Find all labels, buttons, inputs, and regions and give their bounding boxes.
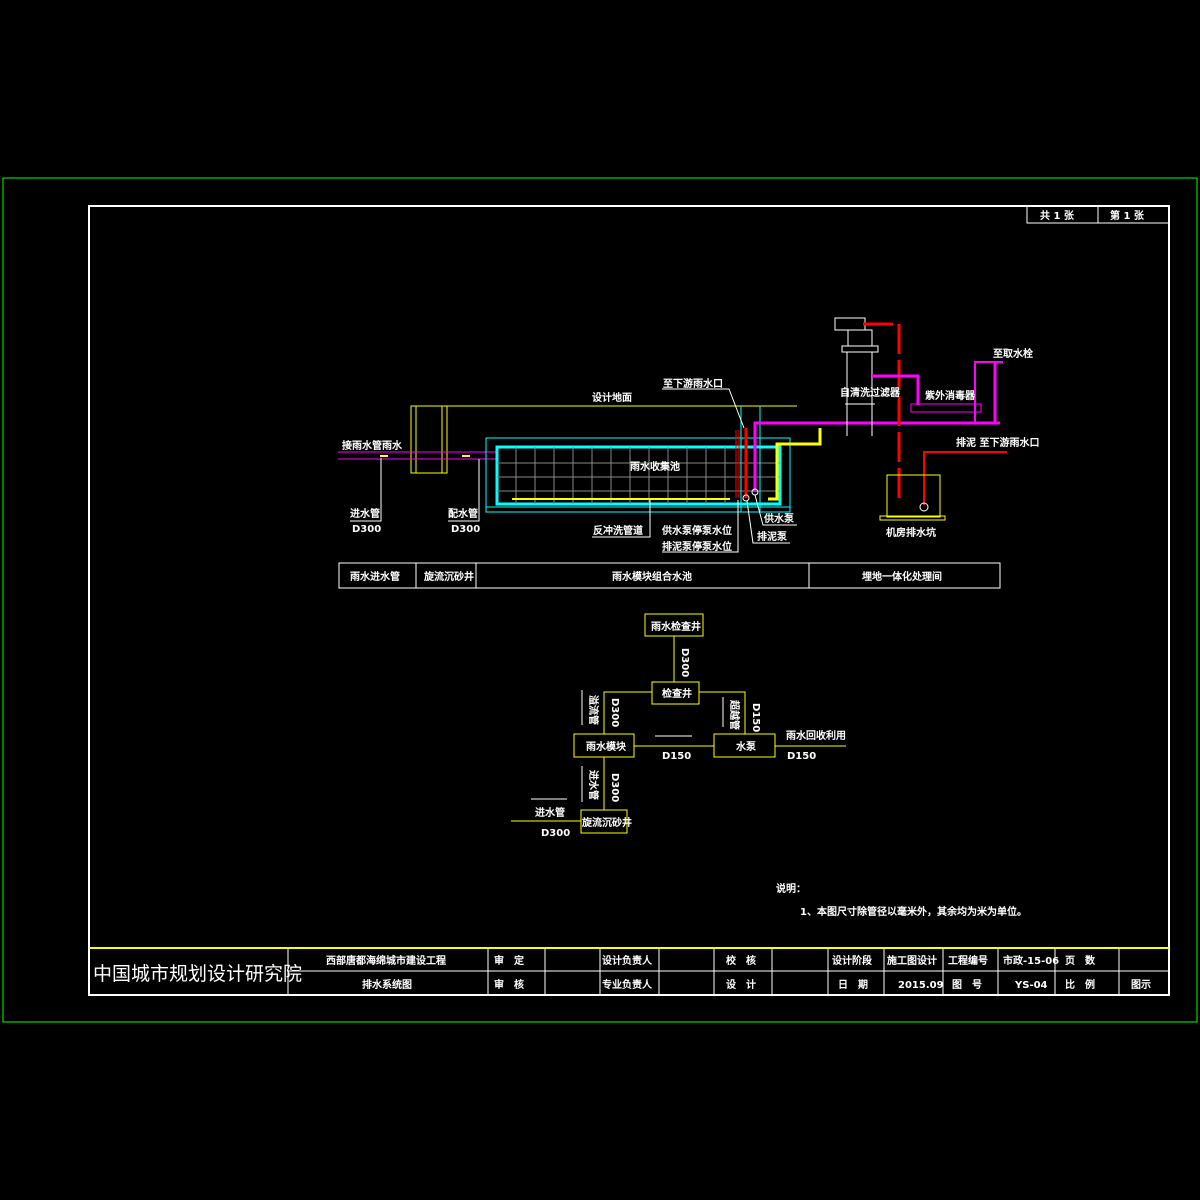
label-rain-manhole: 雨水检查井 [651,620,701,633]
sheet-current: 第 1 张 [1110,209,1145,222]
proj-no-label: 工程编号 [948,954,988,967]
inlet-d-label: D300 [352,524,381,535]
check-label: 校 核 [726,954,756,967]
date-label: 日 期 [838,978,868,991]
filter-motor-icon [834,317,866,331]
approve-label: 审 定 [494,954,524,967]
design-label: 设 计 [726,978,756,991]
d150-right: D150 [750,703,761,732]
to-outlet-label: 至下游雨水口 [663,377,723,390]
ground-label: 设计地面 [592,391,632,404]
reuse-label: 雨水回收利用 [786,729,846,742]
backwash-supply [768,428,822,501]
sump-pump-icon [919,502,929,512]
d300-vertical: D300 [679,648,690,677]
inlet-vertical-label: 进水管 [587,770,600,800]
label-grit: 旋流沉砂井 [581,816,632,829]
flow-chart [511,613,846,834]
bypass-label: 超越管 [728,699,741,730]
uv-disinfector [910,403,982,413]
sheet-total: 共 1 张 [1040,209,1075,222]
d300-left: D300 [609,698,620,727]
sludge-stop-label: 排泥泵停泵水位 [662,540,732,553]
sludge-pump-label: 排泥泵 [757,530,788,543]
inlet-pipe-label: 进水管 [350,507,380,520]
filter-label: 自清洗过滤器 [840,386,901,399]
project-name: 西部唐都海绵城市建设工程 [326,954,446,967]
sludge-pump-icon [742,494,750,502]
drawing-name: 排水系统图 [362,978,412,991]
scale-label: 比 例 [1065,978,1095,991]
dwg-no-label: 图 号 [952,979,982,991]
supply-pump-label: 供水泵 [763,512,795,525]
d150-middle: D150 [662,751,691,762]
outer-frame [2,177,1198,1023]
to-tap-label: 至取水栓 [993,347,1033,360]
flow-arrows [531,690,724,802]
dwg-no-value: YS-04 [1014,980,1048,991]
sheet-count: 共 1 张 第 1 张 [1026,205,1170,224]
tank-inner [495,445,782,506]
d150-reuse: D150 [787,751,816,762]
tank-outer [485,437,791,513]
discipline-lead-label: 专业负责人 [602,978,653,991]
review-label: 审 核 [494,978,524,991]
supply-stop-label: 供水泵停泵水位 [661,524,732,537]
box-manhole [651,681,700,705]
title-block: 中国城市规划设计研究院 西部唐都海绵城市建设工程 排水系统图 审 定 审 核 设… [89,947,1169,995]
scale-value: 图示 [1131,979,1151,991]
d300-lower: D300 [609,773,620,802]
supply-pipe [753,421,1000,492]
overflow-label: 溢流管 [587,695,600,725]
stage-label: 设计阶段 [832,954,872,967]
notes-item: 1、本图尺寸除管径以毫米外，其余均为米为单位。 [800,905,1027,918]
legend-grit: 旋流沉砂井 [423,570,474,583]
dist-pipe-label: 配水管 [448,507,478,520]
date-value: 2015.09 [898,980,944,991]
backwash-label: 反冲洗管道 [593,524,643,537]
dist-d-label: D300 [451,524,480,535]
module-grid [497,447,780,504]
label-pump: 水泵 [735,740,757,753]
notes-title: 说明： [776,882,806,895]
org-name: 中国城市规划设计研究院 [93,963,302,985]
sump-label: 机房排水坑 [886,526,936,539]
legend-room: 埋地一体化处理间 [862,570,942,583]
sludge-riser [863,322,901,500]
sump-pit [886,474,941,518]
tank-label: 雨水收集池 [630,460,680,473]
proj-no-value: 市政-15-06 [1003,954,1059,967]
grit-well [410,405,448,474]
legend-row [338,562,1001,589]
inlet-label: 进水管 [535,806,565,819]
label-module: 雨水模块 [586,740,627,753]
label-manhole: 检查井 [662,687,692,700]
legend-inlet: 雨水进水管 [350,570,400,583]
legend-tank: 雨水模块组合水池 [612,570,692,583]
uv-label: 紫外消毒器 [925,389,976,402]
sludge-out-label: 排泥 至下游雨水口 [956,436,1039,449]
inlet-d-label-flow: D300 [541,828,570,839]
section-view: 设计地面 雨水收集池 至下游雨水口 接雨水管雨水 进水管 D300 配水 [338,317,1039,589]
design-lead-label: 设计负责人 [602,954,653,967]
flow-labels: 雨水检查井 检查井 雨水模块 水泵 旋流沉砂井 D300 D300 D300 D… [531,620,846,839]
inner-frame [88,205,1170,996]
pages-label: 页 数 [1065,954,1096,967]
stage-value: 施工图设计 [887,954,937,967]
inlet-rain-label: 接雨水管雨水 [342,439,403,452]
